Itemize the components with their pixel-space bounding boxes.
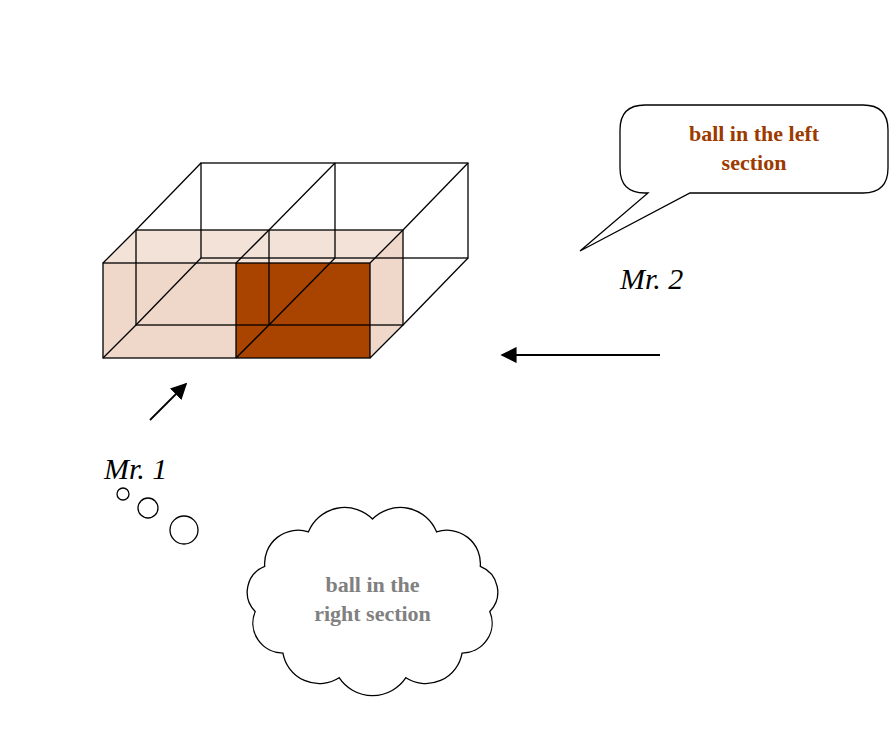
view-arrow bbox=[502, 354, 660, 356]
left-section bbox=[103, 263, 236, 358]
bubble-outline bbox=[620, 105, 888, 193]
thought-cloud: ball in the right section bbox=[240, 505, 505, 695]
viewer-label: Mr. 2 bbox=[620, 262, 683, 296]
speech-bubble: ball in the left section bbox=[620, 105, 888, 193]
bubble-text: ball in the right section bbox=[313, 571, 433, 628]
viewer-label: Mr. 1 bbox=[104, 452, 167, 486]
thought-trail bbox=[117, 488, 198, 544]
right-section bbox=[236, 263, 370, 358]
outline bbox=[247, 507, 498, 695]
view-arrow bbox=[150, 384, 186, 420]
outline bbox=[580, 105, 888, 251]
bubble-text: ball in the left section bbox=[674, 120, 834, 177]
cloud-outline bbox=[240, 505, 505, 695]
box-wireframe bbox=[103, 163, 468, 358]
